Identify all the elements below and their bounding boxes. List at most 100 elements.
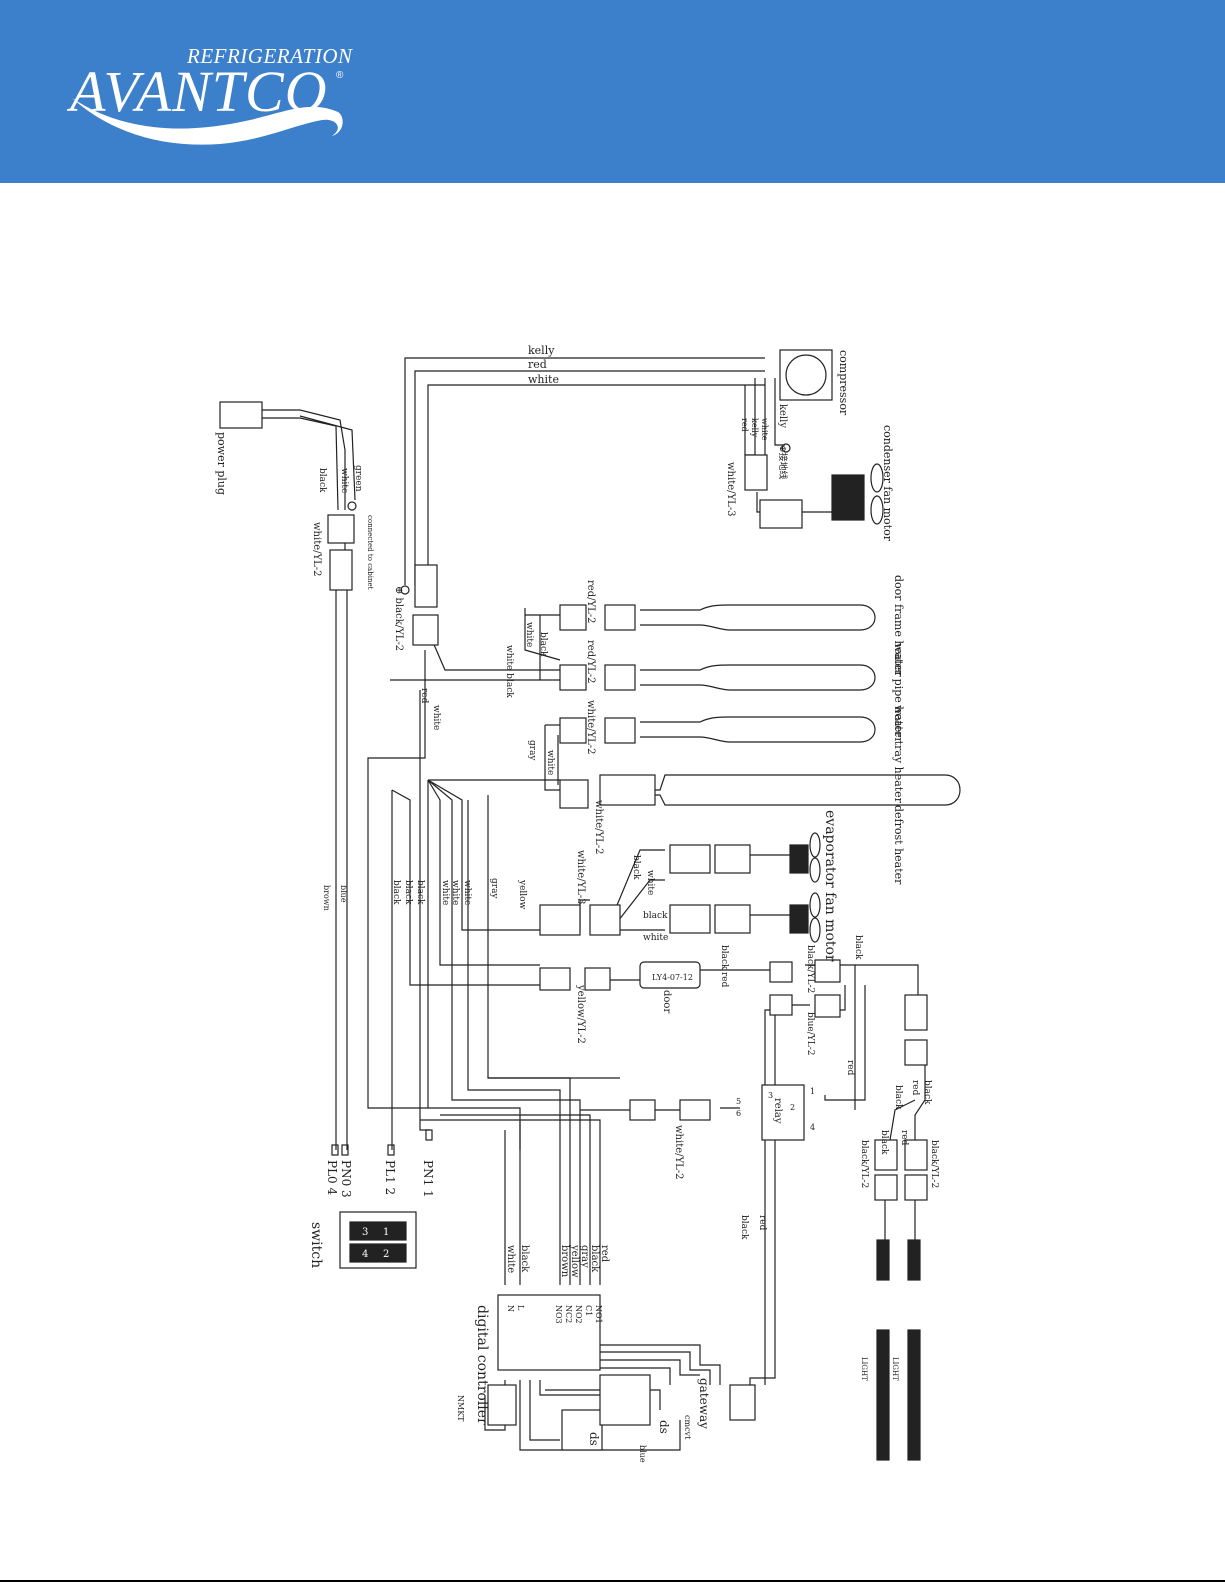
ctrl-term-c1: C1	[584, 1305, 593, 1316]
sensor-2-label: ds	[587, 1432, 601, 1446]
condenser-connector	[759, 499, 803, 529]
avantco-swoosh-icon	[72, 98, 343, 145]
logo-top-word: REFRIGERATION	[187, 44, 353, 68]
compressor-label: compressor	[837, 350, 850, 416]
plug-wire-black: black	[317, 468, 327, 493]
vwire-white-3: white	[450, 880, 460, 905]
evap-fan-blade-1b	[809, 857, 821, 883]
vwire-brown: brown	[322, 885, 331, 911]
heater-2-label: water pipe heater	[892, 643, 905, 743]
heater-1-label: door frame heater	[892, 575, 905, 677]
heater-3-connector: white/YL-2	[585, 700, 596, 755]
light-connector-left-b	[874, 1174, 898, 1201]
sensor-code-2: NMKT	[456, 1395, 465, 1422]
evap-connector-b	[589, 904, 621, 936]
plug-connector-a	[327, 514, 355, 544]
switch-cell-4: 4	[362, 1249, 368, 1260]
gateway-label: gateway	[697, 1378, 711, 1429]
ctrl-wire-gray: gray	[579, 1245, 590, 1268]
light-wire-red-1: red	[910, 1080, 920, 1096]
heater-connector-3b	[604, 717, 636, 744]
heater-connector-1b	[604, 604, 636, 631]
other-wire-red-2: red	[757, 1215, 767, 1231]
main-connector-label: ⊕ black/YL-2	[393, 586, 404, 651]
evap-fan-connector-1a	[669, 844, 711, 874]
defrost-connector-b	[599, 774, 656, 806]
ctrl-wire-black-2: black	[519, 1245, 530, 1273]
evap-fan-connector-2a	[669, 904, 711, 934]
controller-label: digital controller	[474, 1305, 490, 1425]
ground-symbol-compressor	[781, 443, 791, 453]
heater-connector-2b	[604, 664, 636, 691]
switch-cell-3: 3	[362, 1227, 368, 1238]
vwire-yellow: yellow	[517, 879, 527, 910]
door-label: door	[661, 990, 672, 1013]
door-right-connector-c	[769, 994, 793, 1016]
plug-connector-b	[329, 549, 353, 591]
heater-1-wire-black: black	[538, 632, 548, 657]
vwire-white-2: white	[462, 880, 472, 905]
other-wire-red: red	[845, 1060, 855, 1076]
ground-symbol-plug	[347, 501, 357, 511]
defrost-connector-a	[559, 779, 589, 809]
door-connector-a	[539, 967, 571, 991]
relay-pin-1: 1	[810, 1087, 815, 1096]
compressor-wire-kelly: kelly	[750, 418, 759, 438]
sensor-box-2	[599, 1374, 651, 1426]
evap-fan-connector-2b	[714, 904, 751, 934]
switch-row-bottom	[349, 1243, 407, 1263]
vwire-gray: gray	[489, 878, 499, 899]
evap-fan-motor-1	[789, 844, 809, 874]
compressor-connector-label: white/YL-3	[725, 462, 736, 517]
sensor-box-1	[561, 1409, 603, 1451]
heater-connector-2a	[559, 664, 587, 691]
relay-body	[761, 1084, 805, 1141]
plug-note: connected to cabinet	[366, 515, 374, 590]
main-connector-top	[414, 564, 438, 608]
heater-3-wire-gray: gray	[527, 740, 537, 761]
controller-body	[497, 1294, 601, 1371]
compressor-wire-kelly-2: kelly	[777, 404, 788, 428]
power-plug-shape	[219, 401, 263, 429]
wire-label-red: red	[528, 358, 547, 371]
evap-wire-black-2: black	[643, 911, 668, 921]
ctrl-term-no3: NO3	[554, 1305, 563, 1324]
page-bottom-rule	[0, 1580, 1225, 1582]
heater-2-connector: red/YL-2	[585, 640, 596, 683]
blue-label: blue	[638, 1445, 647, 1463]
heater-3-label: water tray heater	[892, 705, 905, 804]
light-connector-right-label: black/YL-2	[929, 1140, 939, 1188]
ctrl-term-n: N	[506, 1305, 515, 1312]
relay-pin-2: 2	[790, 1103, 795, 1112]
light-wire-black-3: black	[879, 1130, 889, 1155]
pin-plo4	[341, 1144, 349, 1156]
light-plug-right	[907, 1239, 921, 1281]
door-right-connector-d	[814, 994, 841, 1018]
door-connector-b	[584, 967, 611, 991]
compressor-wire-red: red	[740, 418, 749, 432]
door-blue-connector-label: blue/YL-2	[805, 1012, 815, 1055]
ctrl-wire-brown: brown	[559, 1245, 570, 1278]
module-pin-5: 5	[736, 1097, 741, 1106]
door-wire-black: black	[719, 945, 729, 970]
plug-wire-white: white	[339, 468, 349, 493]
door-module-code: LY4-07-12	[652, 973, 693, 982]
power-plug-label: power plug	[215, 432, 228, 495]
module-connector-b	[679, 1099, 711, 1121]
brand-header: REFRIGERATION AVANTCO ®	[0, 0, 1225, 183]
heater-1-wire-white: white	[524, 622, 534, 647]
switch-cell-2: 2	[383, 1249, 389, 1260]
evap-fan-blade-2a	[809, 892, 821, 918]
door-wire-red: red	[719, 972, 729, 988]
other-wire-black-2: black	[739, 1215, 749, 1240]
compressor-core	[785, 354, 827, 396]
pin-label-pl12: PL1 2	[383, 1160, 397, 1195]
condenser-fan-label: condenser fan motor	[881, 425, 894, 542]
vwire-black-3: black	[391, 880, 401, 905]
pin-label-pno3: PN0 3	[339, 1160, 353, 1198]
relay-pin-4: 4	[810, 1123, 815, 1132]
switch-label: switch	[308, 1222, 324, 1268]
light-connector-right-a	[904, 1139, 928, 1171]
heater-1-connector: red/YL-2	[585, 580, 596, 623]
door-right-connector-a	[769, 961, 793, 983]
